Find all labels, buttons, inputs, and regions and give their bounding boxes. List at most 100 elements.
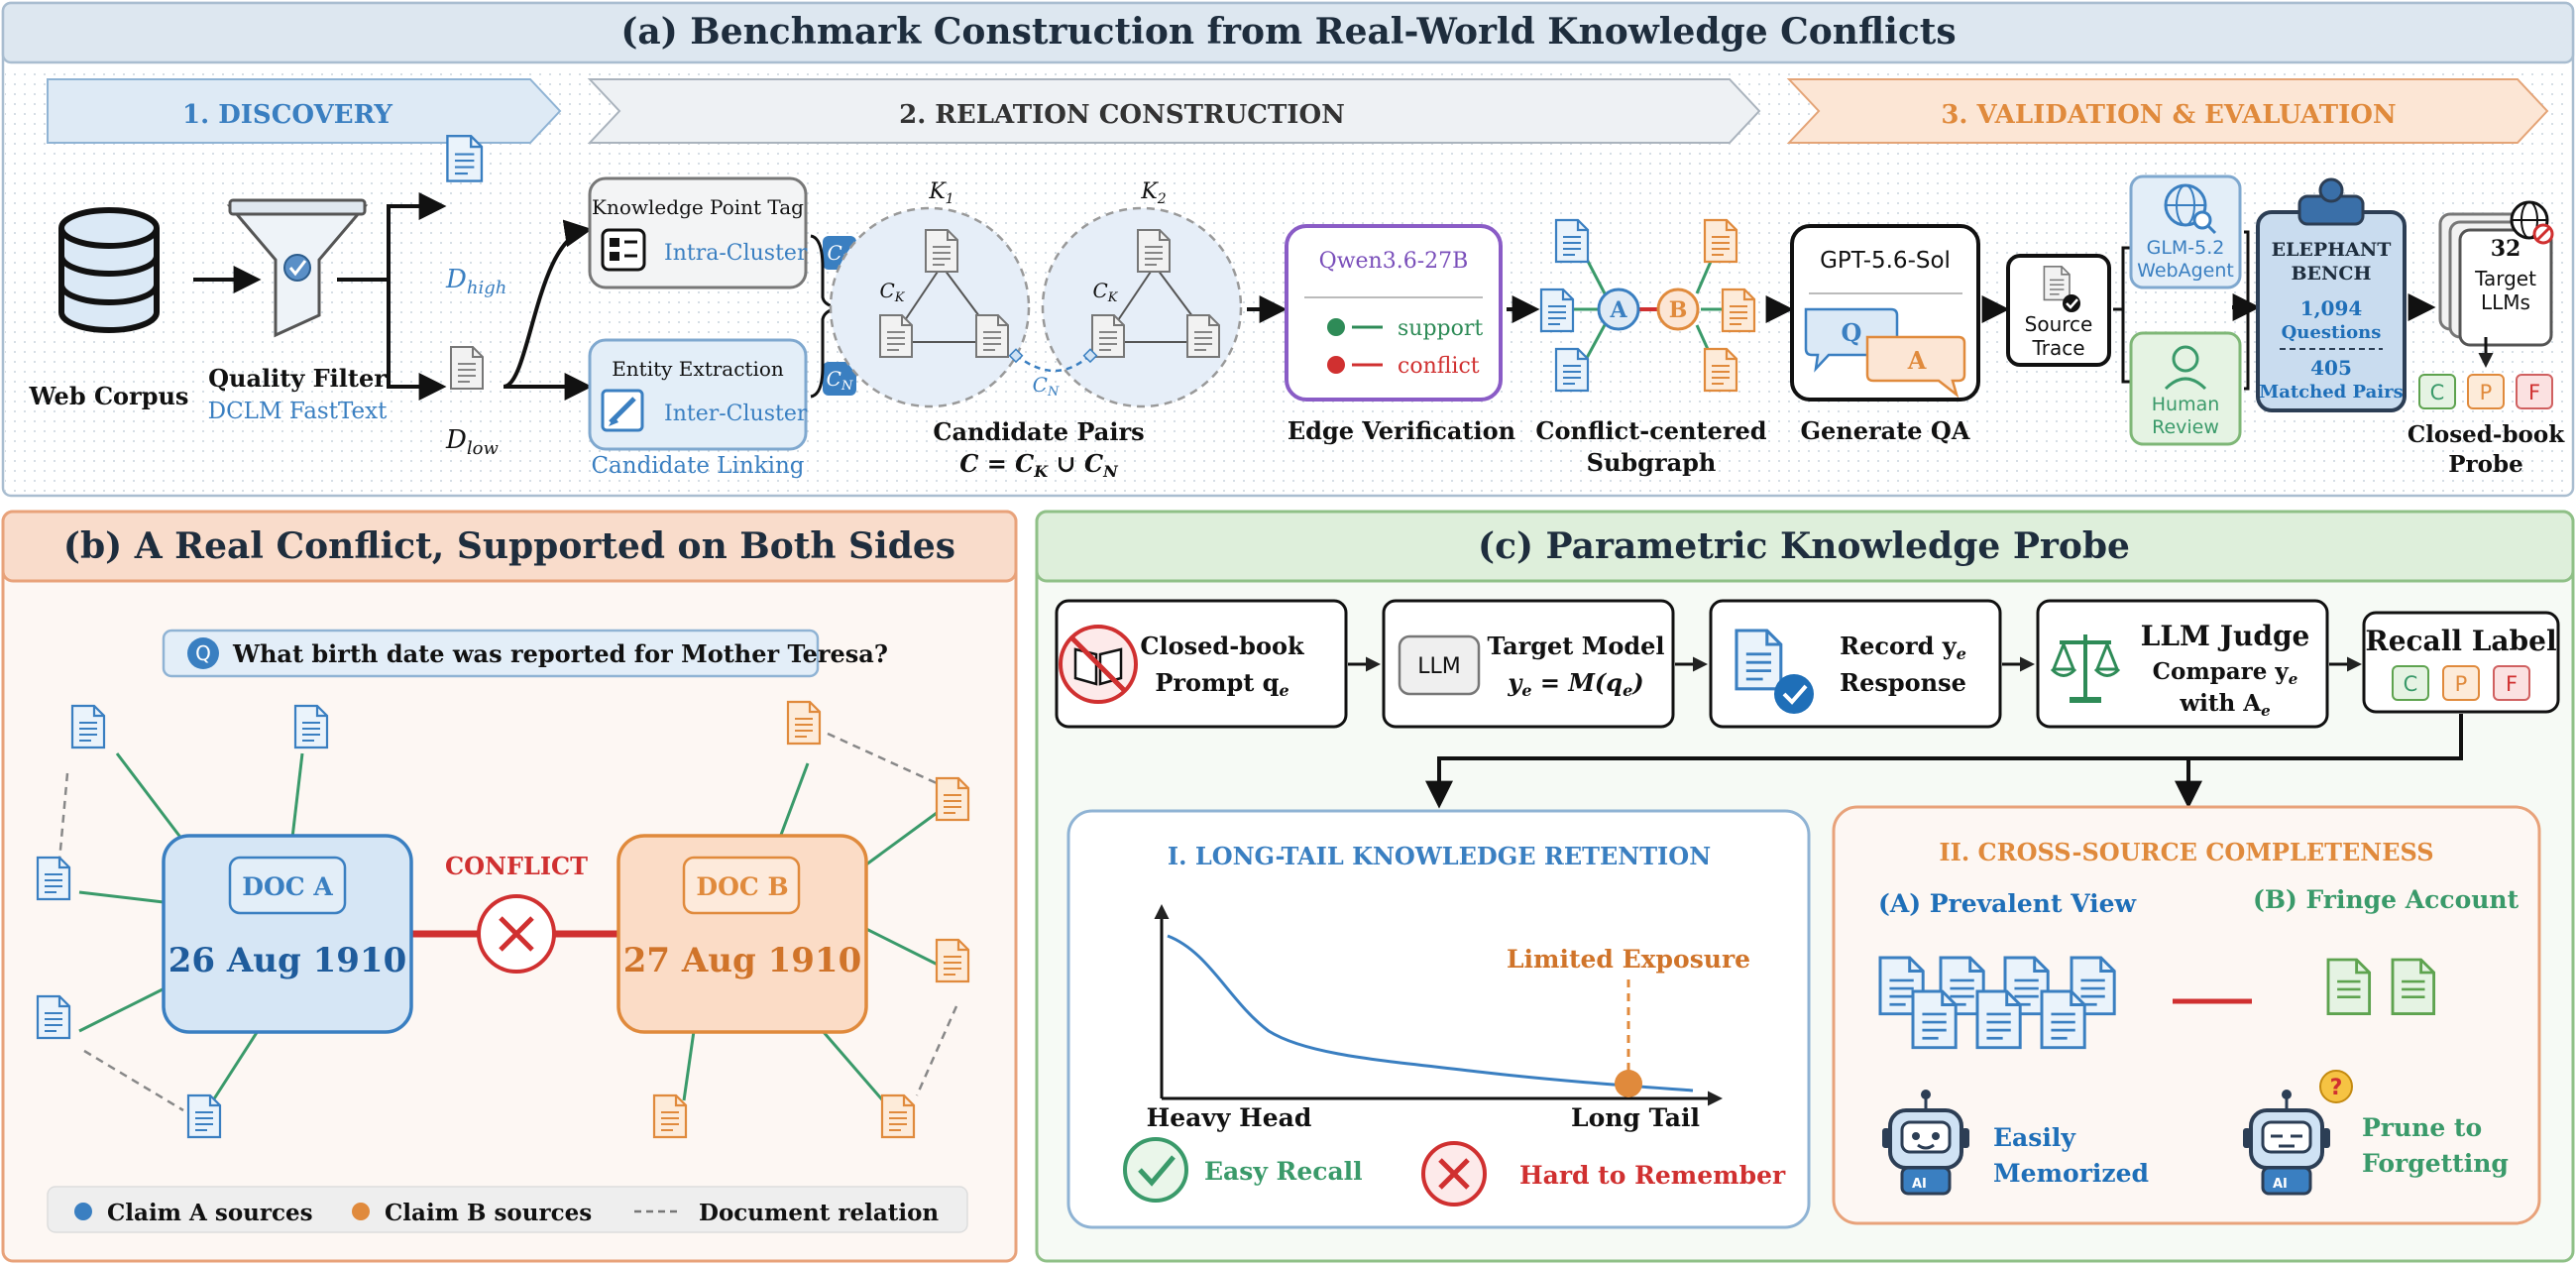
- svg-text:26 Aug 1910: 26 Aug 1910: [168, 941, 407, 980]
- globe-search-icon: [2164, 183, 2217, 235]
- doc-a-edges: [57, 752, 304, 1112]
- svg-text:DOC B: DOC B: [696, 872, 788, 901]
- svg-text:GLM-5.2: GLM-5.2: [2147, 237, 2225, 259]
- document-icon: [450, 346, 484, 390]
- candidate-pairs-label: Candidate Pairs: [933, 417, 1144, 446]
- stage-relation-construction: 2. RELATION CONSTRUCTION: [587, 78, 1761, 144]
- long-tail-retention-panel: I. LONG-TAIL KNOWLEDGE RETENTION Limited…: [1066, 809, 1811, 1229]
- svg-text:Hard to Remember: Hard to Remember: [1519, 1161, 1786, 1190]
- svg-text:K1: K1: [928, 179, 953, 207]
- svg-text:Review: Review: [2152, 416, 2219, 438]
- closed-book-label-2: Probe: [2448, 451, 2522, 478]
- panel-b-legend: Claim A sources Claim B sources Document…: [47, 1186, 968, 1233]
- generate-qa-box: GPT-5.6-Sol Q A: [1790, 224, 1980, 402]
- svg-text:Document relation: Document relation: [699, 1200, 939, 1226]
- doc-b-edges: [682, 732, 958, 1106]
- svg-text:Compare ye: Compare ye: [2153, 658, 2298, 688]
- conflict-label: CONFLICT: [445, 852, 588, 880]
- svg-text:GPT-5.6-Sol: GPT-5.6-Sol: [1820, 248, 1951, 274]
- svg-text:Prune to: Prune to: [2362, 1113, 2482, 1142]
- svg-text:?: ?: [2330, 1076, 2343, 1100]
- svg-text:A: A: [1609, 297, 1627, 323]
- human-review-box: Human Review: [2129, 331, 2242, 446]
- edge-verification-box: Qwen3.6-27B support conflict: [1285, 224, 1503, 402]
- svg-text:1,094: 1,094: [2300, 296, 2363, 320]
- question-bar: Q What birth date was reported for Mothe…: [162, 629, 888, 678]
- no-web-icon: [2510, 200, 2554, 245]
- step-record-response: Record ye Response: [1709, 599, 2002, 729]
- svg-text:Entity Extraction: Entity Extraction: [612, 357, 784, 381]
- conflict-subgraph: A B: [1539, 218, 1756, 393]
- no-book-icon: [1059, 625, 1138, 704]
- svg-text:P: P: [2455, 672, 2468, 696]
- cluster-k1: K1 CK: [829, 179, 1031, 408]
- cn-badge: CN: [823, 362, 856, 396]
- edge-verification-label: Edge Verification: [1288, 416, 1515, 445]
- svg-text:Closed-book: Closed-book: [1140, 632, 1305, 660]
- svg-text:C: C: [2430, 381, 2445, 404]
- step-closed-book-prompt: Closed-book Prompt qe: [1055, 599, 1348, 729]
- svg-text:Response: Response: [1840, 668, 1966, 697]
- svg-text:1. DISCOVERY: 1. DISCOVERY: [182, 100, 392, 130]
- robot-icon: AI: [1880, 1088, 1971, 1196]
- panel-c: (c) Parametric Knowledge Probe Closed-bo…: [1035, 510, 2575, 1263]
- generate-qa-label: Generate QA: [1801, 416, 1970, 445]
- svg-text:Matched Pairs: Matched Pairs: [2259, 382, 2403, 402]
- cross-icon: [1421, 1141, 1487, 1207]
- panel-a-title: (a) Benchmark Construction from Real-Wor…: [620, 11, 1956, 53]
- stage-discovery: 1. DISCOVERY: [47, 78, 562, 144]
- funnel-icon: [226, 198, 369, 338]
- stage-validation-evaluation: 3. VALIDATION & EVALUATION: [1786, 78, 2549, 144]
- candidate-linking-label: Candidate Linking: [591, 453, 804, 479]
- svg-text:LLM Judge: LLM Judge: [2141, 620, 2310, 652]
- svg-text:32: 32: [2491, 236, 2521, 262]
- svg-text:Claim A sources: Claim A sources: [107, 1200, 313, 1226]
- svg-text:ye = M(qe): ye = M(qe): [1507, 668, 1643, 700]
- svg-text:2. RELATION CONSTRUCTION: 2. RELATION CONSTRUCTION: [899, 100, 1345, 130]
- svg-text:LLM: LLM: [1417, 654, 1461, 679]
- svg-text:Claim B sources: Claim B sources: [385, 1200, 592, 1226]
- svg-text:AI: AI: [1912, 1177, 1927, 1192]
- quality-filter-model: DCLM FastText: [208, 399, 388, 424]
- svg-text:CK: CK: [879, 279, 905, 305]
- subgraph-label-2: Subgraph: [1587, 448, 1717, 477]
- doc-a-box: DOC A 26 Aug 1910: [162, 834, 413, 1034]
- candidate-formula: C = CK ∪ CN: [959, 449, 1119, 481]
- svg-text:C: C: [2404, 672, 2418, 696]
- panel-b-title: (b) A Real Conflict, Supported on Both S…: [63, 525, 955, 567]
- svg-text:Q: Q: [1842, 318, 1862, 347]
- svg-text:405: 405: [2310, 356, 2352, 380]
- svg-text:Easily: Easily: [1993, 1123, 2076, 1152]
- d-low-label: Dlow: [445, 425, 499, 459]
- svg-text:Record ye: Record ye: [1840, 632, 1966, 663]
- svg-text:CN: CN: [1033, 373, 1060, 400]
- doc-b-box: DOC B 27 Aug 1910: [616, 834, 868, 1034]
- person-icon: [2164, 345, 2207, 391]
- svg-text:Target: Target: [2474, 267, 2536, 290]
- svg-text:Source: Source: [2025, 312, 2093, 336]
- inter-cluster-box: Entity Extraction Inter-Cluster: [588, 338, 808, 451]
- svg-text:Qwen3.6-27B: Qwen3.6-27B: [1319, 249, 1469, 274]
- svg-text:WebAgent: WebAgent: [2137, 260, 2234, 282]
- svg-text:Q: Q: [195, 641, 211, 665]
- subgraph-label-1: Conflict-centered: [1535, 416, 1766, 445]
- svg-text:Limited Exposure: Limited Exposure: [1507, 945, 1750, 974]
- svg-text:conflict: conflict: [1398, 354, 1480, 379]
- svg-text:Forgetting: Forgetting: [2362, 1149, 2509, 1178]
- long-tail-curve: [1167, 934, 1694, 1092]
- svg-text:F: F: [2506, 672, 2518, 696]
- svg-text:DOC A: DOC A: [242, 872, 333, 901]
- svg-text:Target Model: Target Model: [1488, 632, 1665, 660]
- svg-text:Questions: Questions: [2282, 322, 2382, 343]
- svg-text:Prompt qe: Prompt qe: [1155, 668, 1288, 700]
- svg-text:CN: CN: [827, 367, 853, 394]
- cross-icon: [477, 894, 556, 974]
- svg-text:(B) Fringe Account: (B) Fringe Account: [2253, 885, 2520, 914]
- svg-text:Knowledge Point Tag: Knowledge Point Tag: [592, 195, 804, 219]
- svg-text:Inter-Cluster: Inter-Cluster: [664, 402, 808, 426]
- svg-text:I. LONG-TAIL KNOWLEDGE RETENTI: I. LONG-TAIL KNOWLEDGE RETENTION: [1168, 842, 1711, 870]
- clipboard-icon: ELEPHANT BENCH 1,094 Questions 405 Match…: [2256, 177, 2407, 412]
- target-llms-stack: 32 Target LLMs: [2438, 200, 2554, 347]
- webagent-box: GLM-5.2 WebAgent: [2129, 174, 2242, 289]
- svg-text:Intra-Cluster: Intra-Cluster: [664, 241, 808, 266]
